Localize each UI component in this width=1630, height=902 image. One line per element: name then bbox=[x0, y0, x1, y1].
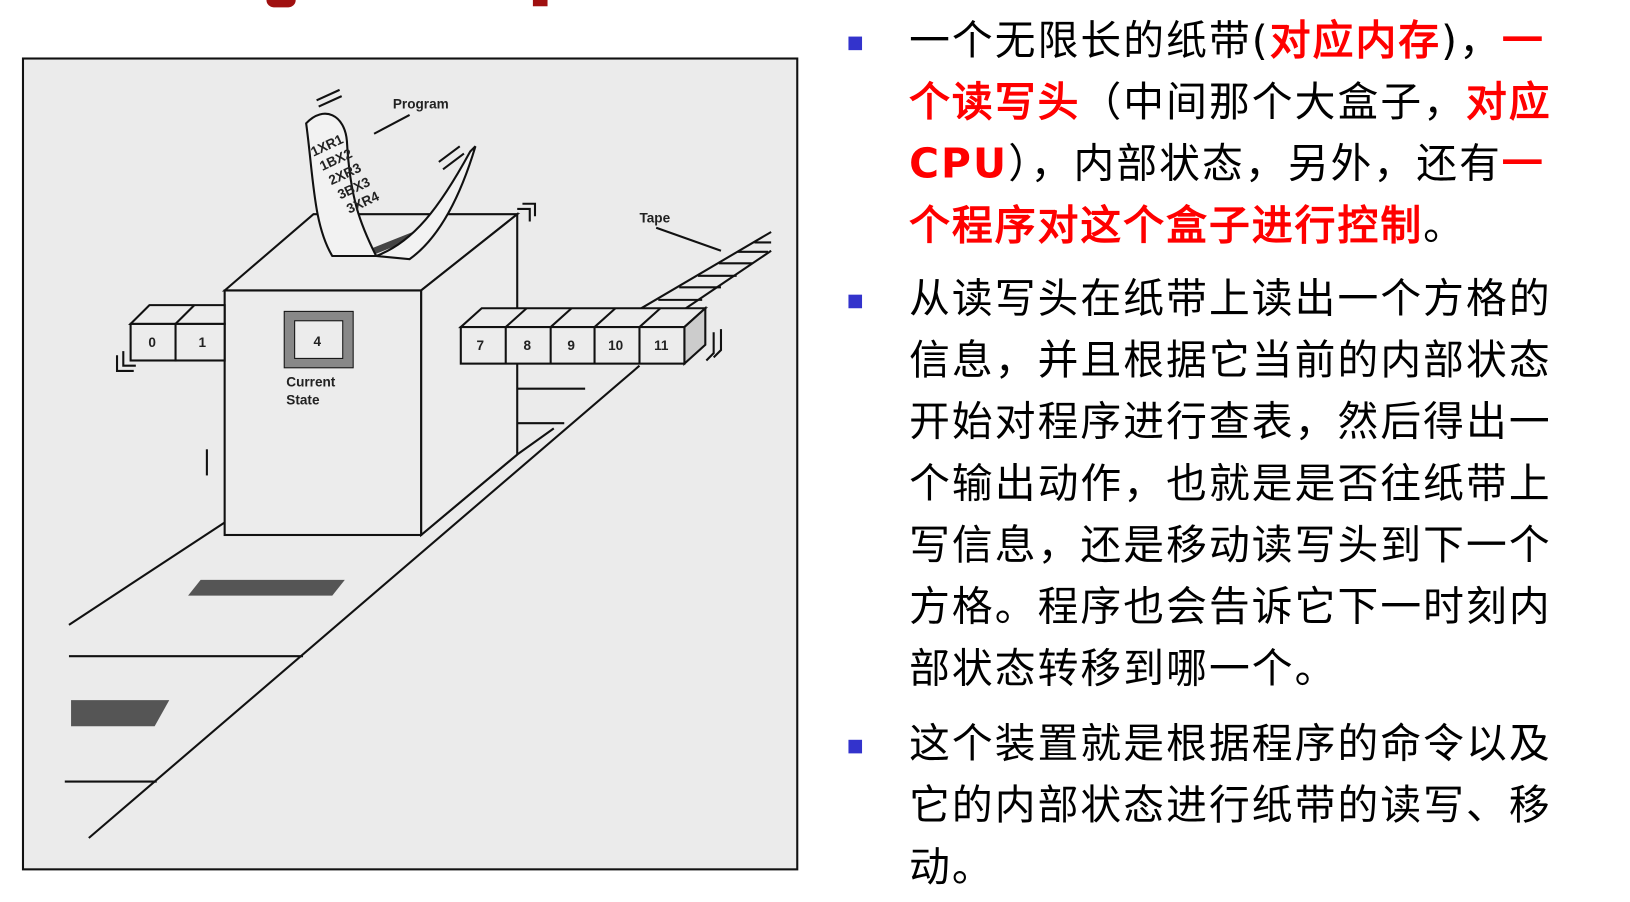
floor-tape bbox=[64, 364, 641, 839]
bullet-text-line: 方格。程序也会告诉它下一时刻内 bbox=[909, 577, 1552, 639]
tape-cell: 10 bbox=[608, 338, 623, 353]
floor-cell-dark bbox=[188, 579, 345, 596]
bullet-text-line: 这个装置就是根据程序的命令以及 bbox=[909, 714, 1552, 776]
text-segment: 一个无限长的纸带( bbox=[909, 17, 1270, 65]
highlighted-text: 个程序对这个盒子进行控制 bbox=[909, 202, 1424, 250]
highlighted-text: 一 bbox=[1501, 141, 1545, 189]
tape-cell: 7 bbox=[476, 338, 484, 353]
tape-cell: 1 bbox=[199, 335, 207, 350]
bullet-text-line: 它的内部状态进行纸带的读写、移 bbox=[909, 775, 1552, 837]
highlighted-text: CPU bbox=[909, 141, 1009, 189]
text-segment: 开始对程序进行查表，然后得出一 bbox=[909, 399, 1552, 447]
bullet-text-line: 动。 bbox=[909, 837, 995, 899]
bullet-text-line: 写信息，还是移动读写头到下一个 bbox=[909, 515, 1552, 577]
bullet-marker bbox=[848, 294, 863, 309]
tape-cell: 9 bbox=[567, 338, 575, 353]
text-segment: 信息，并且根据它当前的内部状态 bbox=[909, 337, 1552, 385]
text-segment: )， bbox=[1441, 17, 1502, 65]
tape-label: Tape bbox=[639, 211, 670, 226]
text-segment: 从读写头在纸带上读出一个方格的 bbox=[909, 275, 1552, 323]
text-segment: 个输出动作，也就是是否往纸带上 bbox=[909, 460, 1552, 508]
bullet-text-line: 个程序对这个盒子进行控制。 bbox=[909, 195, 1466, 257]
bullet-text-line: 个读写头（中间那个大盒子，对应 bbox=[909, 72, 1552, 134]
program-label: Program bbox=[393, 97, 449, 112]
highlighted-text: 一 bbox=[1501, 17, 1545, 65]
text-segment: 。 bbox=[1423, 202, 1467, 250]
text-segment: ），内部状态，另外，还有 bbox=[1008, 141, 1502, 189]
bullet-text-line: 开始对程序进行查表，然后得出一 bbox=[909, 392, 1552, 454]
text-segment: 这个装置就是根据程序的命令以及 bbox=[909, 720, 1552, 769]
bullet-text-line: CPU），内部状态，另外，还有一 bbox=[909, 134, 1545, 196]
bullet-text-line: 从读写头在纸带上读出一个方格的 bbox=[909, 269, 1552, 331]
left-tape-cells bbox=[128, 304, 226, 362]
text-segment: 部状态转移到哪一个。 bbox=[909, 645, 1338, 693]
text-segment: （中间那个大盒子， bbox=[1080, 79, 1467, 127]
bullet-text-line: 个输出动作，也就是是否往纸带上 bbox=[909, 453, 1552, 515]
tape-cell: 11 bbox=[654, 338, 669, 353]
program-lines: 1XR1 1BX2 2XR3 3BX3 3XR4 bbox=[308, 131, 381, 216]
highlighted-text: 个读写头 bbox=[909, 79, 1081, 127]
tape-cell: 8 bbox=[523, 338, 531, 353]
highlighted-text: 对应 bbox=[1466, 79, 1552, 127]
state-label: Current bbox=[286, 375, 336, 390]
floor-cell-dark bbox=[71, 700, 170, 727]
text-segment: 写信息，还是移动读写头到下一个 bbox=[909, 522, 1552, 570]
state-label: State bbox=[286, 392, 320, 407]
turing-machine-figure: 1XR1 1BX2 2XR3 3BX3 3XR4 Program Tape 4 … bbox=[21, 57, 799, 871]
text-segment: 它的内部状态进行纸带的读写、移 bbox=[909, 782, 1552, 830]
text-segment: 方格。程序也会告诉它下一时刻内 bbox=[909, 584, 1552, 632]
text-segment: 动。 bbox=[909, 844, 995, 892]
bullet-text-line: 一个无限长的纸带(对应内存)，一 bbox=[909, 10, 1545, 72]
tape-back bbox=[638, 231, 772, 311]
tape-arrow bbox=[655, 226, 722, 252]
tape-cell: 0 bbox=[148, 335, 156, 350]
highlighted-text: 对应内存 bbox=[1269, 17, 1442, 65]
program-strip bbox=[305, 112, 378, 258]
right-tape-cells bbox=[458, 305, 709, 366]
read-write-head-box bbox=[221, 212, 521, 538]
bullet-marker bbox=[848, 739, 863, 754]
bullet-marker bbox=[848, 36, 863, 51]
program-arrow bbox=[373, 114, 411, 135]
bullet-text-line: 部状态转移到哪一个。 bbox=[909, 638, 1337, 700]
motion-marks bbox=[115, 88, 723, 476]
state-value: 4 bbox=[313, 334, 321, 349]
title-fragment bbox=[266, 0, 579, 8]
bullet-text-line: 信息，并且根据它当前的内部状态 bbox=[909, 330, 1552, 392]
